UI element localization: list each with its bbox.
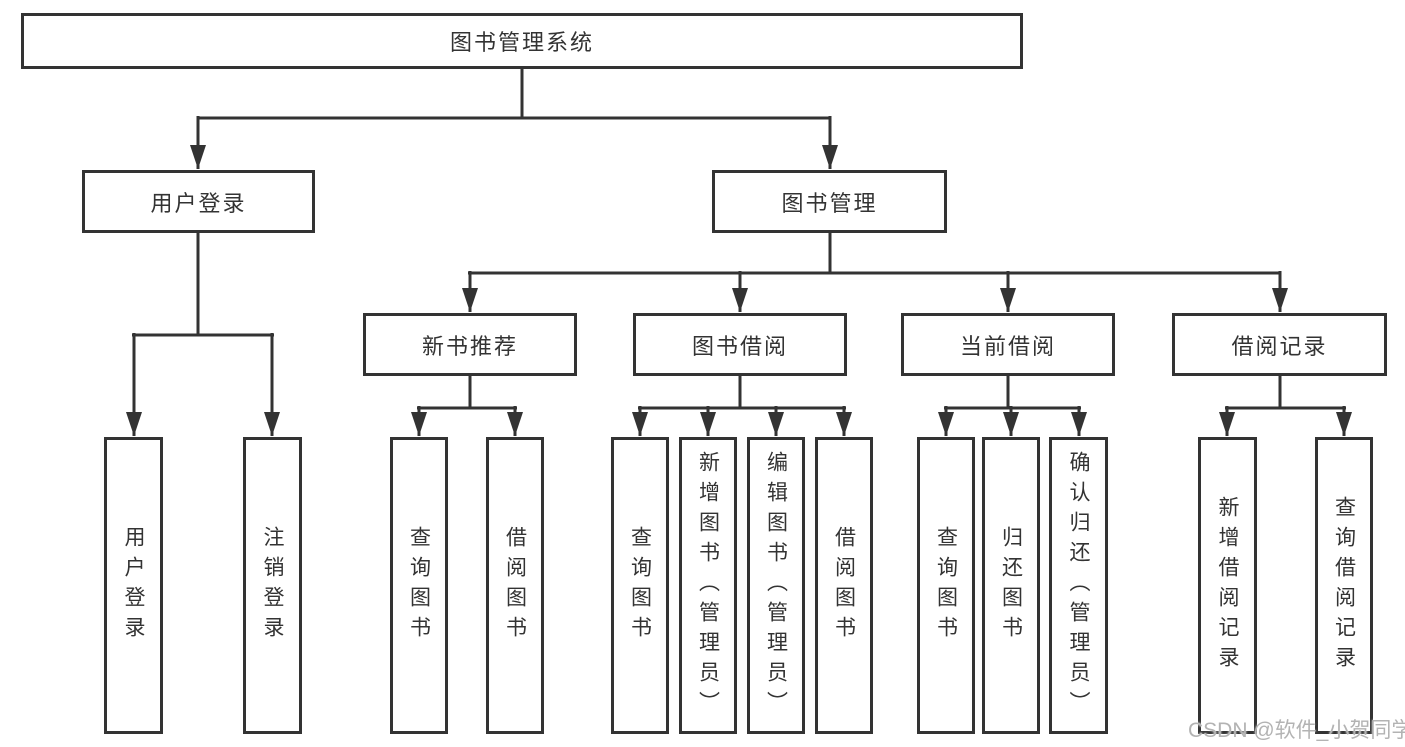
leaf-add-book-admin: 新增图书（管理员） — [679, 437, 737, 734]
leaf-edit-book-admin: 编辑图书（管理员） — [747, 437, 805, 734]
leaf-confirm-return-admin: 确认归还（管理员） — [1049, 437, 1108, 734]
node-book-borrowing: 图书借阅 — [633, 313, 847, 376]
leaf-query-borrow-record: 查询借阅记录 — [1315, 437, 1373, 734]
node-current-borrowing: 当前借阅 — [901, 313, 1115, 376]
node-book-borrowing-label: 图书借阅 — [691, 333, 788, 359]
node-user-login: 用户登录 — [82, 170, 315, 233]
leaf-query-books-recommend: 查询图书 — [390, 437, 448, 734]
node-library-system: 图书管理系统 — [21, 13, 1023, 69]
leaf-logout-label: 注销登录 — [261, 525, 284, 646]
leaf-return-books-label: 归还图书 — [999, 525, 1023, 646]
leaf-user-login: 用户登录 — [104, 437, 163, 734]
connector-user-login-children — [126, 233, 280, 436]
connector-borrowing-records-children — [1219, 376, 1352, 436]
node-borrowing-records: 借阅记录 — [1172, 313, 1387, 376]
connector-current-borrowing-children — [938, 376, 1087, 436]
node-book-management-label: 图书管理 — [781, 190, 878, 216]
leaf-add-borrow-record: 新增借阅记录 — [1198, 437, 1257, 734]
node-new-book-recommendation-label: 新书推荐 — [421, 333, 518, 359]
leaf-return-books: 归还图书 — [982, 437, 1040, 734]
node-library-system-label: 图书管理系统 — [449, 30, 594, 55]
node-new-book-recommendation: 新书推荐 — [363, 313, 577, 376]
connector-new-book-recommendation-children — [411, 376, 523, 436]
leaf-query-borrow-record-label: 查询借阅记录 — [1332, 495, 1356, 676]
csdn-watermark: CSDN @软件_小贺同学 — [1188, 719, 1405, 742]
leaf-borrow-books-borrowing-label: 借阅图书 — [832, 525, 856, 646]
leaf-query-books-current: 查询图书 — [917, 437, 975, 734]
leaf-query-books-borrowing-label: 查询图书 — [628, 525, 652, 646]
leaf-borrow-books-recommend: 借阅图书 — [486, 437, 544, 734]
leaf-add-book-admin-label: 新增图书（管理员） — [696, 450, 720, 721]
node-user-login-label: 用户登录 — [150, 190, 247, 216]
leaf-query-books-recommend-label: 查询图书 — [407, 525, 431, 646]
connector-book-management-children — [462, 233, 1288, 312]
leaf-edit-book-admin-label: 编辑图书（管理员） — [764, 450, 788, 721]
leaf-query-books-borrowing: 查询图书 — [611, 437, 669, 734]
leaf-add-borrow-record-label: 新增借阅记录 — [1216, 495, 1239, 676]
leaf-logout: 注销登录 — [243, 437, 302, 734]
leaf-borrow-books-borrowing: 借阅图书 — [815, 437, 873, 734]
leaf-confirm-return-admin-label: 确认归还（管理员） — [1067, 450, 1090, 721]
leaf-query-books-current-label: 查询图书 — [934, 525, 958, 646]
connector-book-borrowing-children — [632, 376, 852, 436]
connector-root-to-level2 — [190, 68, 838, 169]
leaf-borrow-books-recommend-label: 借阅图书 — [503, 525, 527, 646]
leaf-user-login-label: 用户登录 — [122, 525, 145, 646]
node-current-borrowing-label: 当前借阅 — [959, 333, 1056, 359]
node-book-management: 图书管理 — [712, 170, 947, 233]
node-borrowing-records-label: 借阅记录 — [1231, 333, 1328, 359]
